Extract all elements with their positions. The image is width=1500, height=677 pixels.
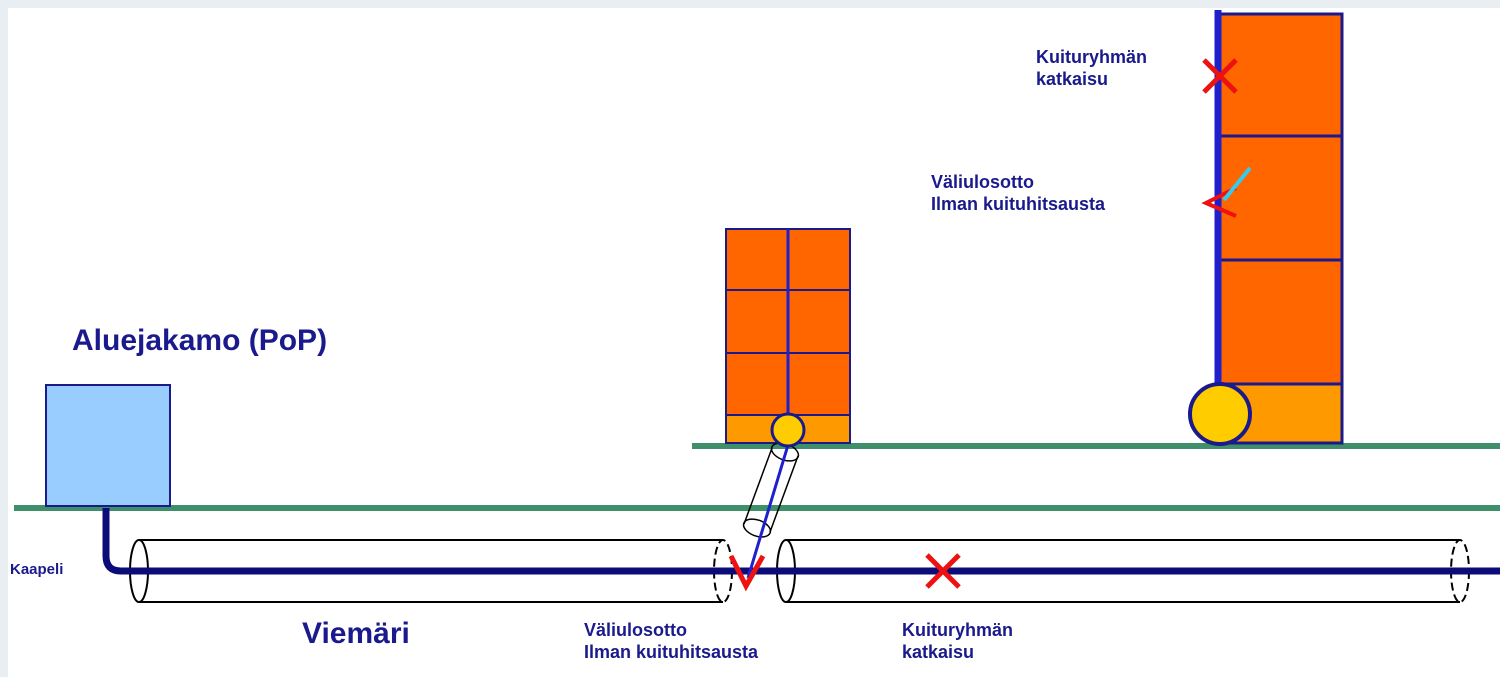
- pop-title: Aluejakamo (PoP): [72, 324, 328, 357]
- tap-label-bottom-line1: Väliulosotto: [584, 620, 687, 640]
- tap-label-top-line1: Väliulosotto: [931, 172, 1034, 192]
- cut-label-top-line2: katkaisu: [1036, 68, 1109, 89]
- tap-label-top-line2: Ilman kuituhitsausta: [931, 193, 1106, 214]
- sewer-label: Viemäri: [302, 617, 410, 650]
- building-small: [725, 228, 851, 444]
- cable-label: Kaapeli: [10, 561, 64, 578]
- cut-label-top: Kuituryhmän katkaisu: [1036, 47, 1147, 90]
- cut-label-bottom: Kuituryhmän katkaisu: [902, 620, 1013, 663]
- cut-label-bottom-line2: katkaisu: [902, 641, 975, 662]
- main-cable: [102, 508, 1500, 575]
- pop-box: [45, 384, 171, 507]
- cut-x-icon: [925, 553, 961, 589]
- building-tall: [1214, 10, 1344, 445]
- tap-label-bottom: Väliulosotto Ilman kuituhitsausta: [584, 620, 758, 663]
- cut-label-top-line1: Kuituryhmän: [1036, 47, 1148, 67]
- tap-label-bottom-line2: Ilman kuituhitsausta: [584, 641, 759, 662]
- cut-label-bottom-line1: Kuituryhmän: [902, 620, 1014, 640]
- tap-v-icon: [728, 554, 766, 592]
- tap-v-icon: [1201, 166, 1252, 218]
- joint-tall: [1188, 382, 1252, 446]
- joint-small: [770, 412, 806, 448]
- tap-label-top: Väliulosotto Ilman kuituhitsausta: [931, 172, 1105, 215]
- cut-x-icon: [1202, 58, 1238, 94]
